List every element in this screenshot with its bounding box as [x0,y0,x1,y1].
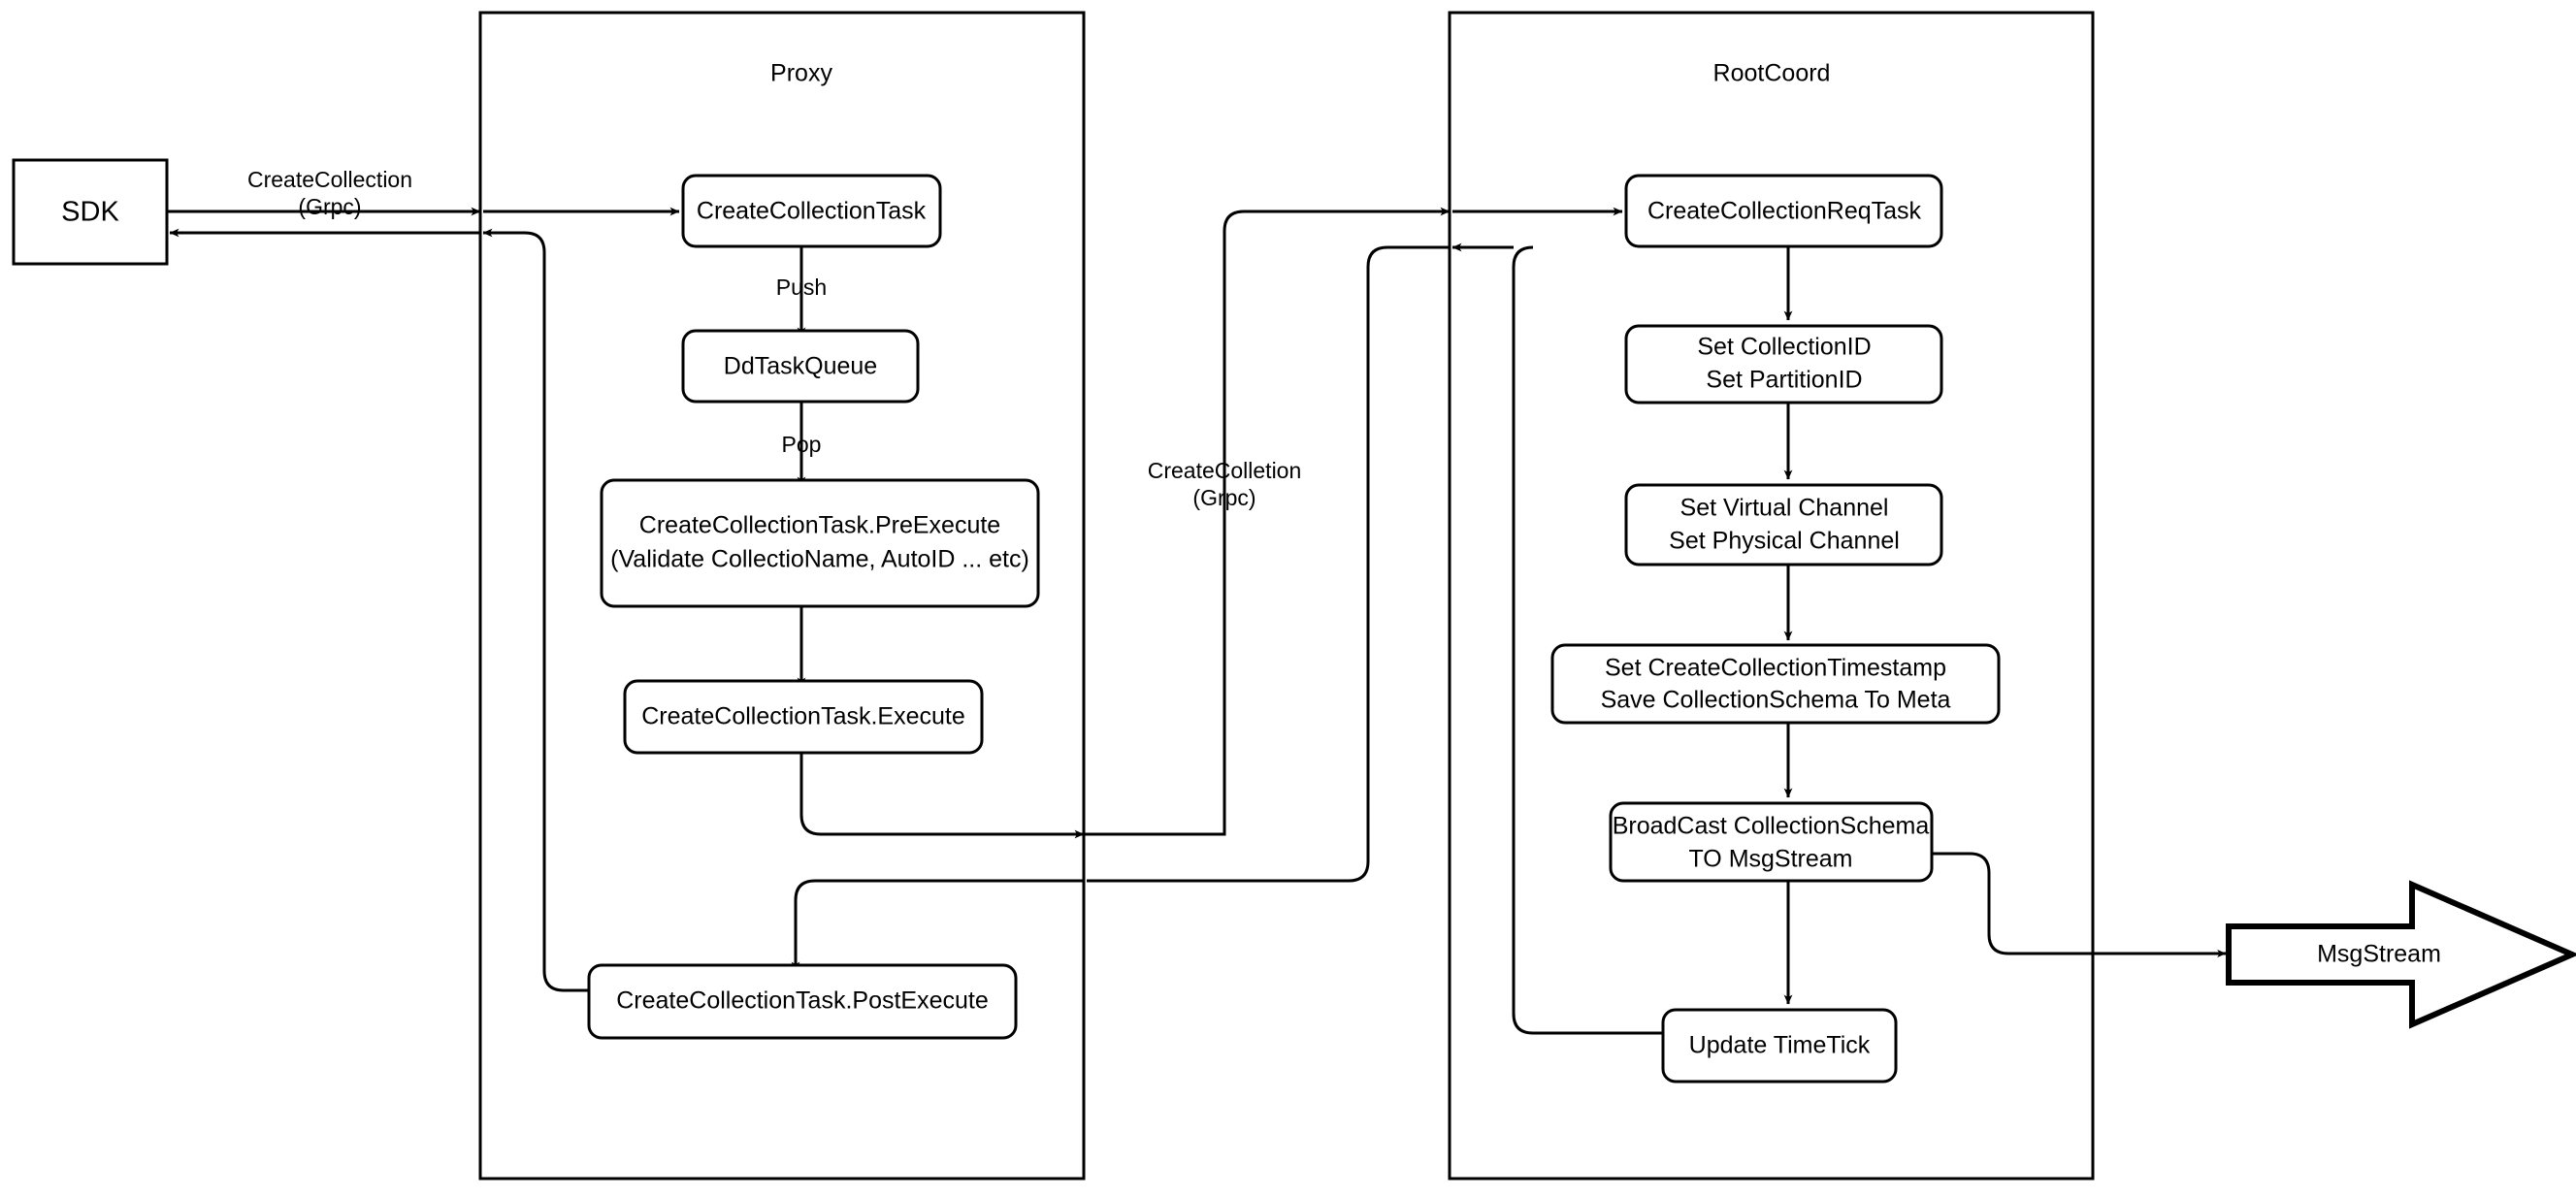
edge-postexecute-to-boundary [482,228,589,992]
save-meta-label-line1: Set CreateCollectionTimestamp [1605,655,1946,682]
broadcast-rect[interactable] [1609,801,1934,883]
node-set-ids[interactable]: Set CollectionID Set PartitionID [1624,324,1943,404]
create-collection-task-label: CreateCollectionTask [697,198,927,225]
edge-label-sdk-grpc: CreateCollection (Grpc) [247,167,412,219]
edge-grpc-outbound-path [1084,207,1451,836]
broadcast-label-line2: TO MsgStream [1688,846,1852,873]
set-ids-label-line2: Set PartitionID [1706,367,1862,394]
node-create-collection-task[interactable]: CreateCollectionTask [681,174,942,248]
create-collection-req-task-label: CreateCollectionReqTask [1647,198,1922,225]
edge-pop: Pop [782,402,822,487]
create-collection-req-task-rect[interactable] [1624,174,1943,248]
rootcoord-container-label: RootCoord [1713,60,1831,87]
edge-broadcast-msgstream-path [1932,852,2227,958]
pre-execute-rect[interactable] [600,478,1040,608]
edge-timetick-return-path [1512,245,1667,1035]
node-sdk[interactable]: SDK [12,158,169,266]
set-ids-label-line1: Set CollectionID [1697,334,1871,361]
edge-label-createcollection-line2: (Grpc) [298,194,361,219]
node-broadcast[interactable]: BroadCast CollectionSchema TO MsgStream [1609,801,1934,883]
save-meta-rect[interactable] [1550,643,2001,725]
dd-task-queue-rect[interactable] [681,329,920,404]
update-timetick-label: Update TimeTick [1689,1032,1871,1059]
edge-postexecute-return-path [482,228,589,992]
node-save-meta[interactable]: Set CreateCollectionTimestamp Save Colle… [1550,643,2001,725]
dd-task-queue-label: DdTaskQueue [724,353,877,380]
edge-into-postexecute-path [791,879,1084,972]
edge-proxy-to-rootcoord-rail: CreateColletion (Grpc) [1084,207,1623,836]
edge-push: Push [776,246,827,338]
sdk-label: SDK [61,197,119,228]
set-channels-label-line1: Set Virtual Channel [1680,495,1889,522]
post-execute-rect[interactable] [587,963,1018,1040]
node-create-collection-req-task[interactable]: CreateCollectionReqTask [1624,174,1943,248]
edge-updatetimetick-to-return [1512,245,1667,1035]
edge-rootcoord-to-proxy-rail [1087,243,1514,883]
set-channels-label-line2: Set Physical Channel [1669,528,1900,555]
execute-rect[interactable] [623,679,984,755]
pre-execute-label-line1: CreateCollectionTask.PreExecute [639,512,1000,539]
post-execute-label: CreateCollectionTask.PostExecute [616,987,989,1015]
sdk-rect[interactable] [12,158,169,266]
msgstream-arrow-shape[interactable] [2226,880,2576,1029]
proxy-container-label: Proxy [770,60,832,87]
edge-label-pop: Pop [782,432,822,457]
node-update-timetick[interactable]: Update TimeTick [1661,1008,1898,1084]
edge-label-grpc-line1: CreateColletion [1148,458,1302,483]
node-msgstream[interactable]: MsgStream [2226,880,2576,1029]
msgstream-label: MsgStream [2317,941,2441,968]
node-post-execute[interactable]: CreateCollectionTask.PostExecute [587,963,1018,1040]
node-dd-task-queue[interactable]: DdTaskQueue [681,329,920,404]
broadcast-label-line1: BroadCast CollectionSchema [1613,813,1930,840]
execute-label: CreateCollectionTask.Execute [641,703,965,730]
create-collection-task-rect[interactable] [681,174,942,248]
pre-execute-label-line2: (Validate CollectioName, AutoID ... etc) [610,546,1029,573]
set-channels-rect[interactable] [1624,483,1943,566]
update-timetick-rect[interactable] [1661,1008,1898,1084]
edge-execute-to-rootcoord [799,753,1085,839]
node-execute[interactable]: CreateCollectionTask.Execute [623,679,984,755]
edge-grpc-return-path [1087,245,1450,883]
edge-execute-out-path [799,753,1085,839]
edge-rootcoord-to-postexecute [791,879,1084,972]
edge-label-grpc-line2: (Grpc) [1192,485,1255,510]
edge-label-createcollection-line1: CreateCollection [247,167,412,192]
edge-broadcast-to-msgstream [1932,852,2227,958]
save-meta-label-line2: Save CollectionSchema To Meta [1601,687,1951,714]
node-set-channels[interactable]: Set Virtual Channel Set Physical Channel [1624,483,1943,566]
node-pre-execute[interactable]: CreateCollectionTask.PreExecute (Validat… [600,478,1040,608]
edge-label-push: Push [776,275,827,300]
set-ids-rect[interactable] [1624,324,1943,404]
